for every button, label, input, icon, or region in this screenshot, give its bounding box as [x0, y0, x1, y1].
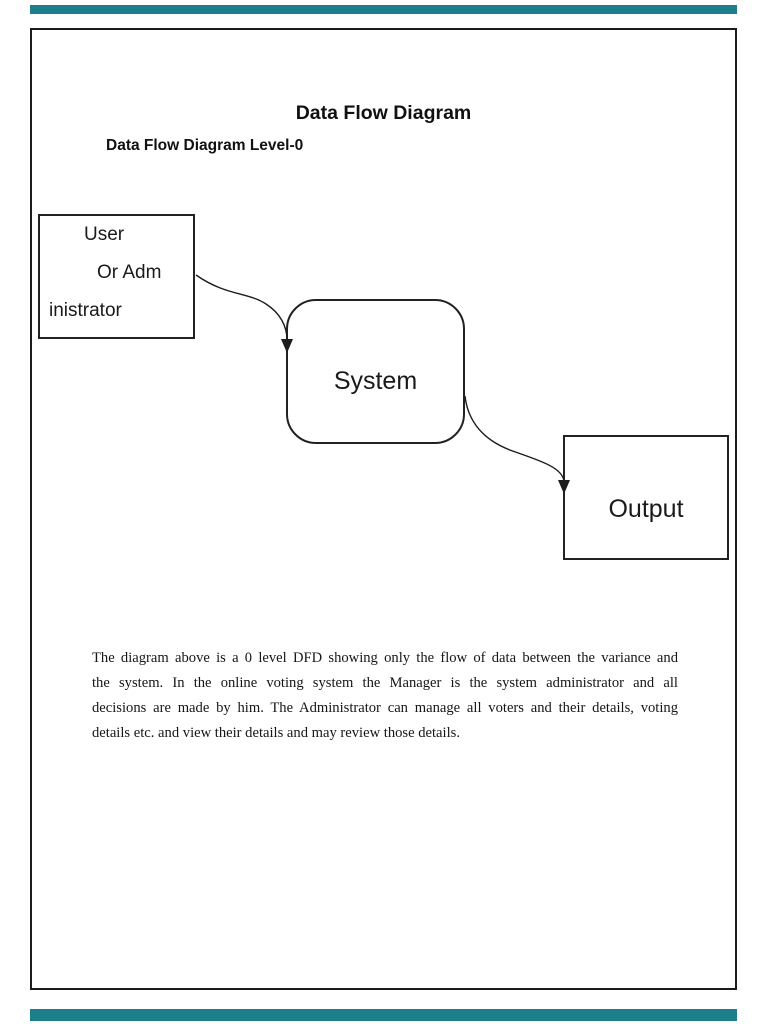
flow-arrow-system-to-output: [464, 395, 565, 482]
description-paragraph: The diagram above is a 0 level DFD showi…: [92, 646, 678, 746]
page-gap-bar-top: [30, 5, 737, 14]
document-page: Data Flow Diagram Data Flow Diagram Leve…: [30, 28, 737, 990]
output-label: Output: [608, 494, 684, 523]
paragraph-line: decisions are made by him. The Administr…: [92, 700, 678, 716]
paragraph-line: details etc. and view their details and …: [92, 725, 460, 741]
entity-label-line: Or Adm: [97, 262, 162, 283]
flow-arrow-user-to-system: [195, 274, 288, 341]
process-label: System: [333, 367, 418, 395]
page-title: Data Flow Diagram: [295, 102, 472, 124]
entity-label-line: User: [84, 224, 125, 245]
dfd-level0-diagram: User Or Adm inistrator System Output: [32, 30, 735, 988]
paragraph-line: the system. In the online voting system …: [92, 675, 678, 691]
page-subtitle: Data Flow Diagram Level-0: [106, 137, 304, 154]
entity-label-line: inistrator: [49, 300, 122, 321]
output-box: Output: [563, 435, 729, 560]
entity-box-user-or-administrator: User Or Adm inistrator: [38, 214, 195, 339]
page-gap-bar-bottom: [30, 1009, 737, 1021]
paragraph-line: The diagram above is a 0 level DFD showi…: [92, 650, 678, 666]
process-box-system: System: [286, 299, 465, 444]
